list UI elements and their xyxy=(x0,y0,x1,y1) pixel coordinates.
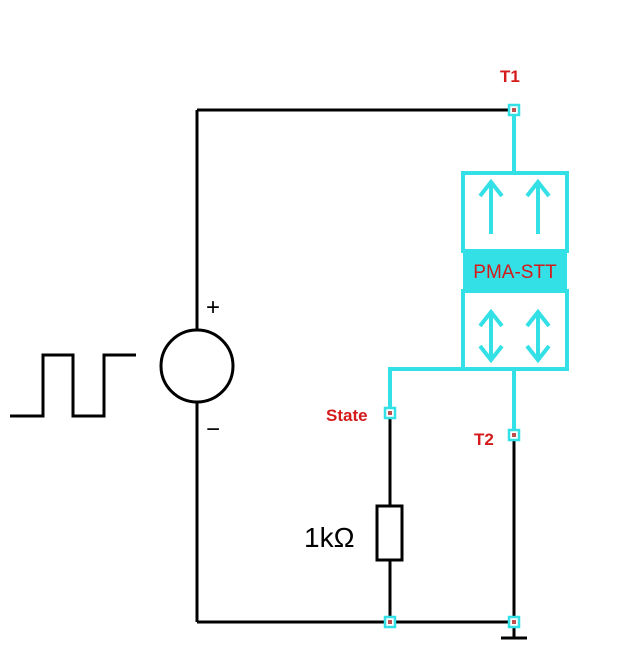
up-arrow-icon xyxy=(478,178,504,234)
double-arrow-icon xyxy=(478,308,504,364)
node-t1 xyxy=(507,103,521,117)
t2-label: T2 xyxy=(474,430,494,449)
node-bottom-middle xyxy=(383,615,397,629)
device-wires xyxy=(388,110,516,435)
source-minus-sign: − xyxy=(206,416,220,443)
double-arrow-icon xyxy=(525,308,551,364)
black-wires xyxy=(195,108,516,624)
state-lead xyxy=(388,367,463,413)
square-wave-icon xyxy=(10,353,136,418)
pma-stt-device: PMA-STT xyxy=(461,171,569,371)
node-t2 xyxy=(507,428,521,442)
state-label: State xyxy=(326,406,368,425)
terminal-nodes xyxy=(383,103,521,629)
device-bottom-box xyxy=(461,289,569,371)
device-top-box xyxy=(461,171,569,253)
node-state xyxy=(383,406,397,420)
up-arrow-icon xyxy=(525,178,551,234)
source-plus-sign: + xyxy=(206,294,220,321)
voltage-source-icon xyxy=(159,328,235,404)
device-label: PMA-STT xyxy=(473,262,557,283)
resistor-value-label: 1kΩ xyxy=(304,522,355,553)
node-bottom-right xyxy=(507,615,521,629)
device-middle-band xyxy=(463,251,567,291)
t1-label: T1 xyxy=(500,67,520,86)
resistor-body xyxy=(375,504,404,562)
